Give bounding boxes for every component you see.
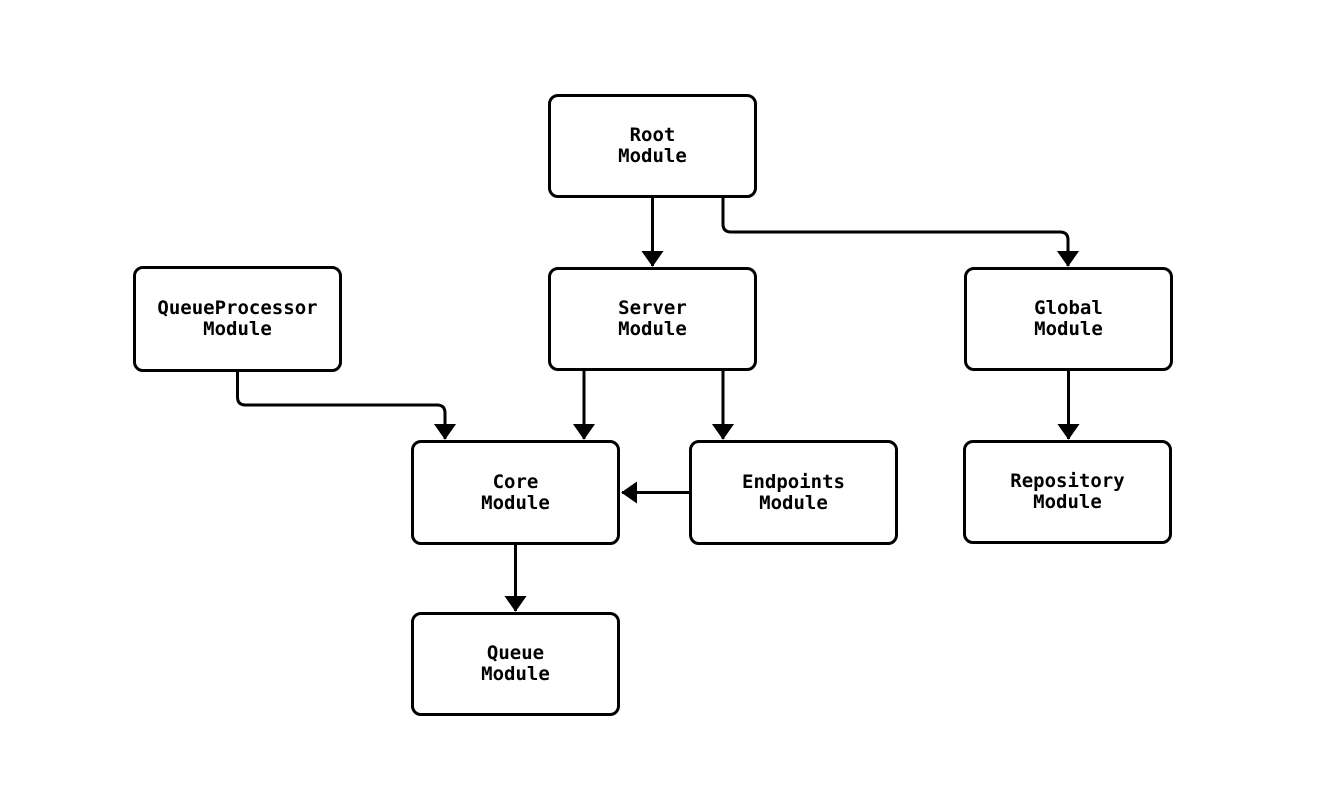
node-label: Server Module [618,297,687,340]
node-server-module: Server Module [548,267,757,371]
node-core-module: Core Module [411,440,620,545]
node-repository-module: Repository Module [963,440,1172,544]
node-label: Endpoints Module [742,470,845,514]
edge-root-global [721,198,1080,267]
node-root-module: Root Module [548,94,757,198]
node-label: Repository Module [1010,470,1125,513]
node-label: Queue Module [481,642,550,685]
node-queueprocessor-module: QueueProcessor Module [133,266,342,372]
node-label: Global Module [1034,297,1103,340]
node-endpoints-module: Endpoints Module [689,440,898,545]
node-queue-module: Queue Module [411,612,620,716]
node-label: QueueProcessor Module [157,297,318,340]
node-label: Core Module [481,470,550,514]
node-global-module: Global Module [964,267,1173,371]
edge-queueprocessor-core [236,372,457,440]
node-label: Root Module [618,124,687,167]
